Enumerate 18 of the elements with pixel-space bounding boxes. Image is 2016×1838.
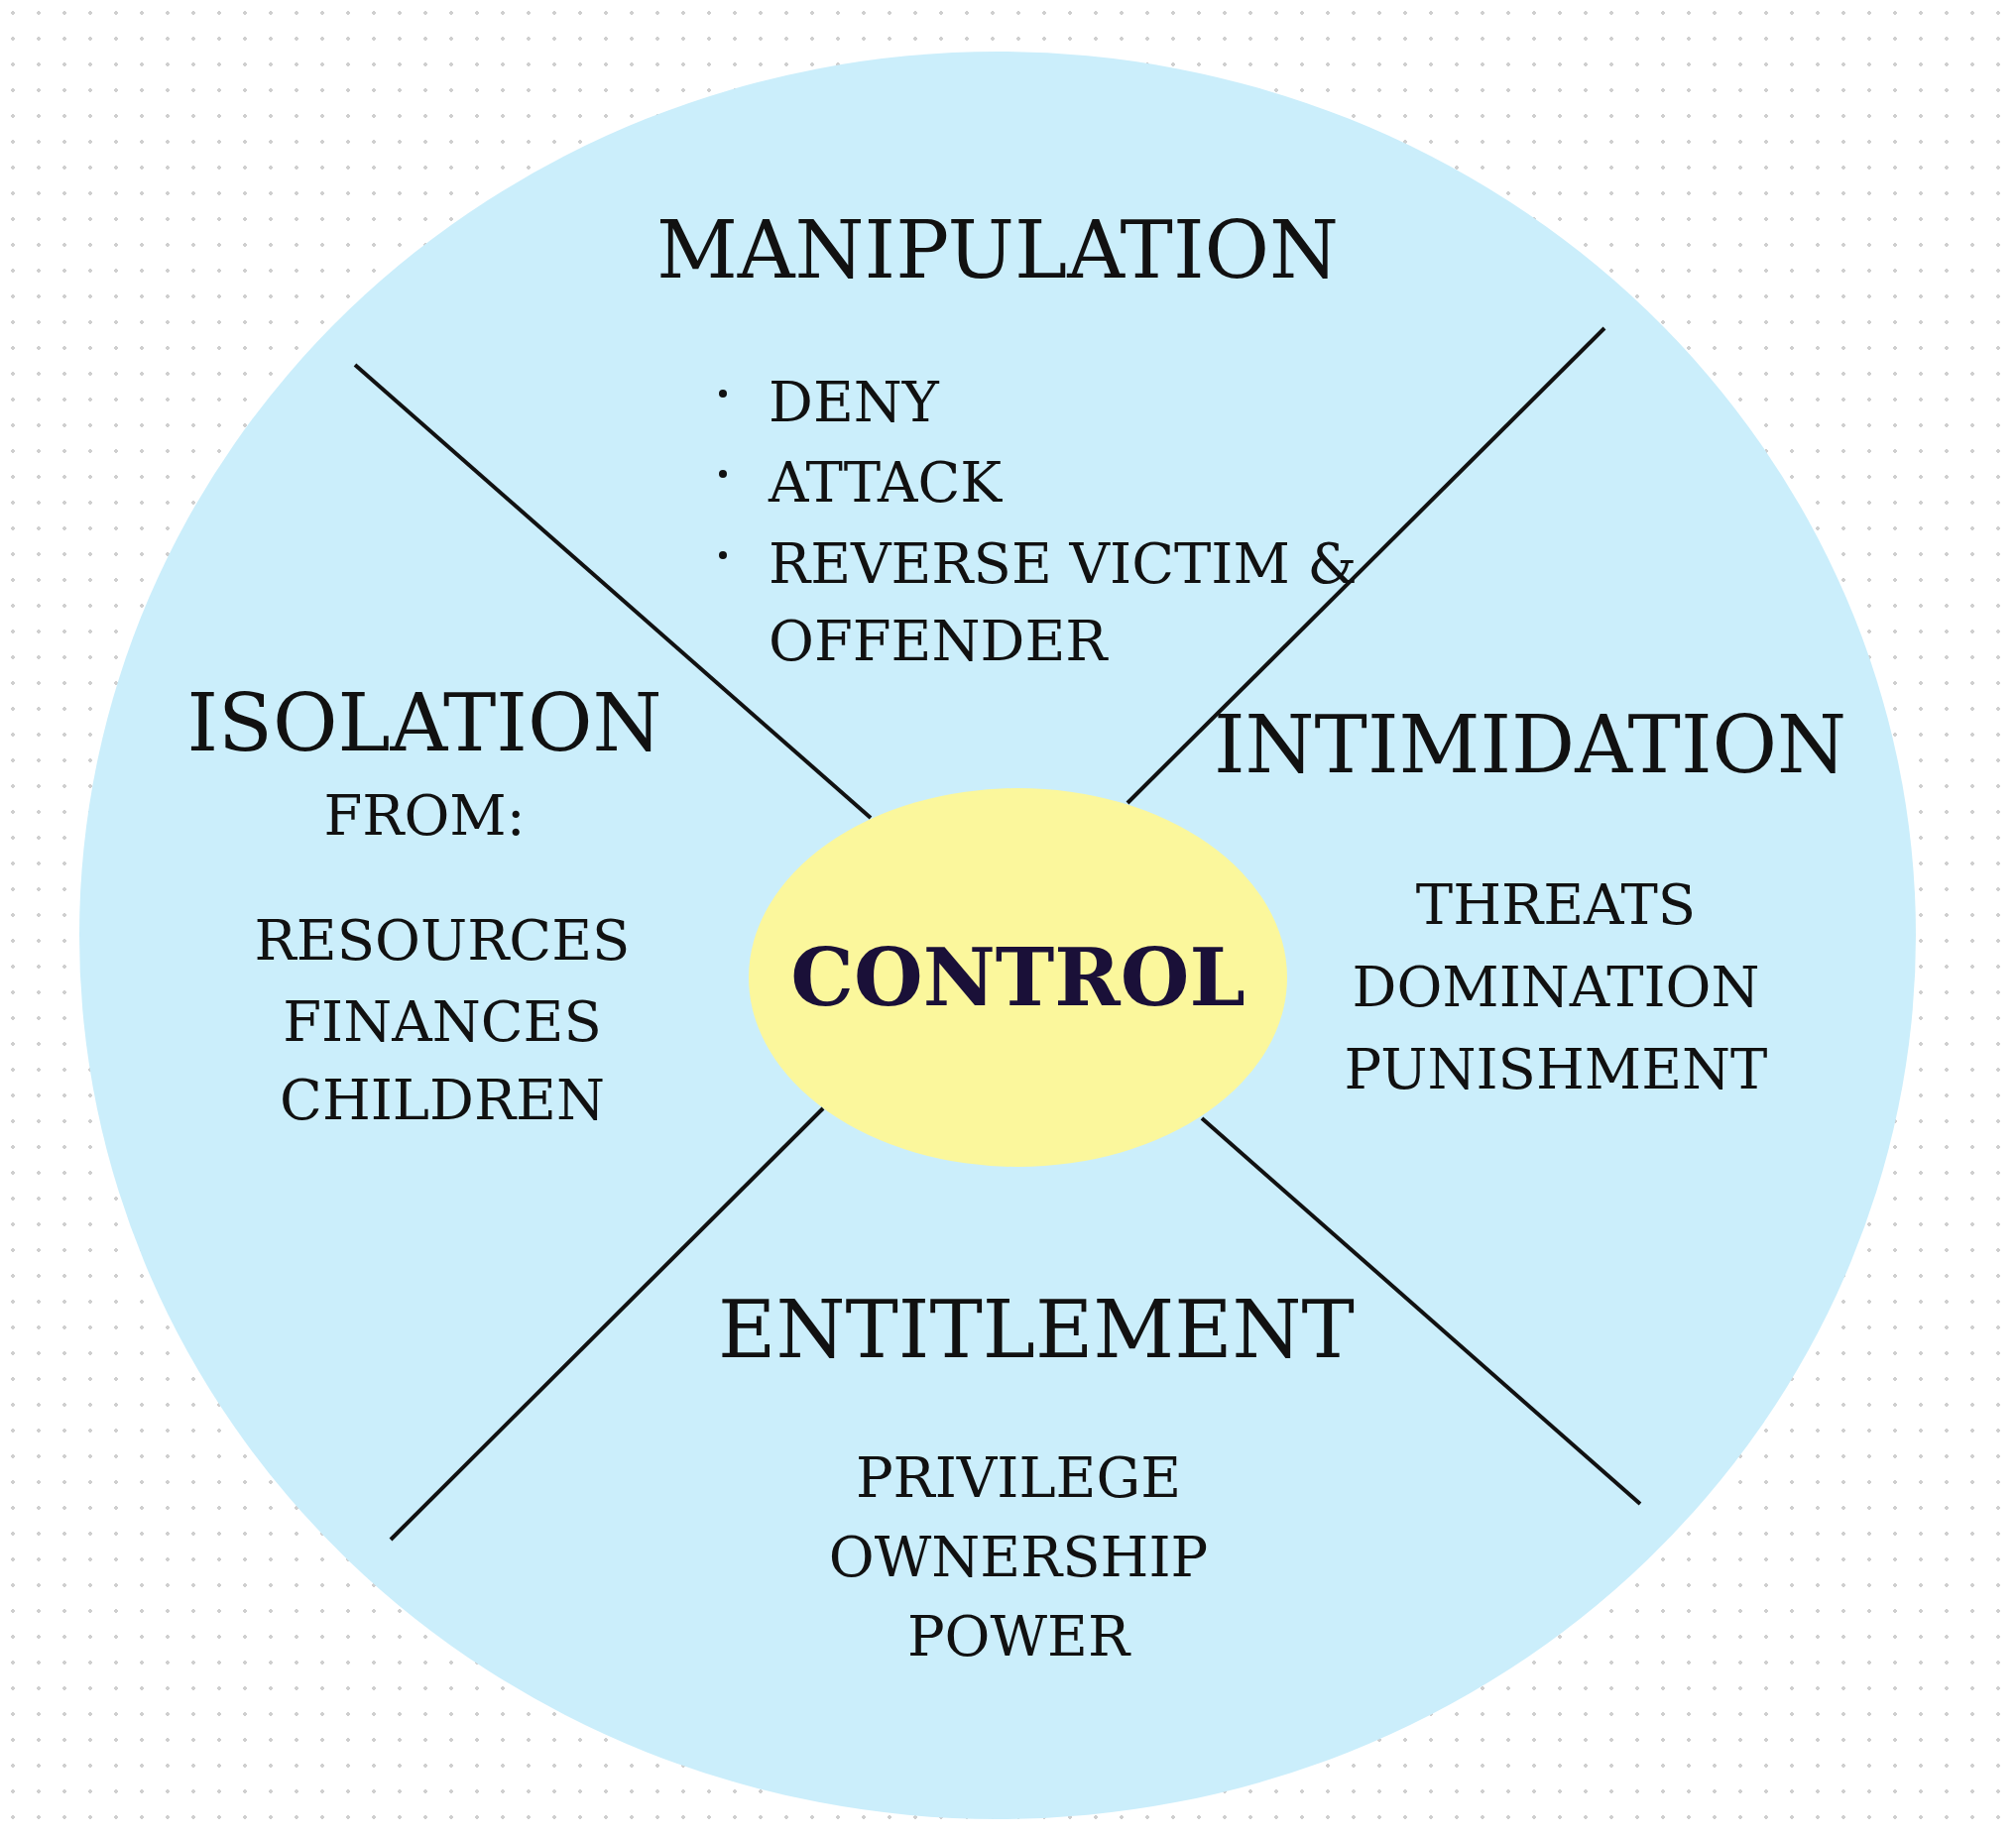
bullet-item: DENY — [769, 369, 941, 436]
item-text: CHILDREN — [280, 1073, 605, 1128]
item-text: OWNERSHIP — [828, 1530, 1209, 1585]
item-text: POWER — [906, 1609, 1130, 1665]
bullet-item: REVERSE VICTIM & OFFENDER — [769, 530, 1359, 676]
item-text: PRIVILEGE — [855, 1450, 1182, 1506]
subheading: FROM: — [323, 788, 526, 844]
item-text: DOMINATION — [1352, 960, 1760, 1015]
section-heading: ENTITLEMENT — [718, 1291, 1355, 1370]
item-text: FINANCES — [283, 994, 602, 1050]
section-heading: ISOLATION — [186, 684, 662, 763]
bullet-item: ATTACK — [769, 449, 1004, 517]
item-text: THREATS — [1415, 877, 1697, 933]
item-text: PUNISHMENT — [1344, 1042, 1768, 1097]
section-heading: INTIMIDATION — [1213, 706, 1847, 785]
center-label: CONTROL — [790, 938, 1245, 1017]
item-text: RESOURCES — [254, 913, 631, 969]
section-heading: MANIPULATION — [655, 211, 1340, 290]
